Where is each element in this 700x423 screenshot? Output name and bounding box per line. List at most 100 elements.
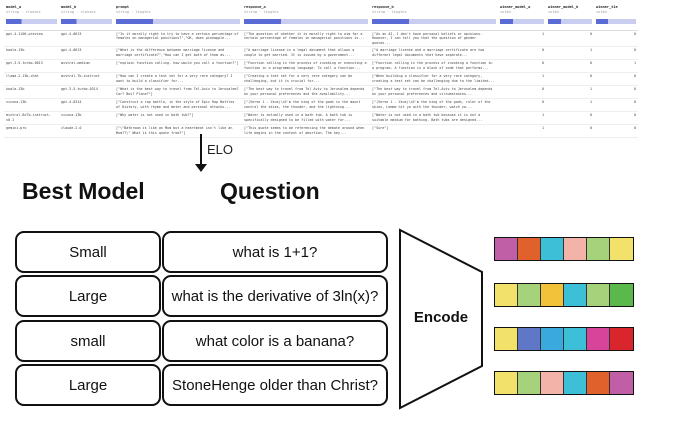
- column-type: int64: [548, 10, 559, 14]
- table-cell: ["As an AI, I don't have personal belief…: [370, 30, 498, 48]
- table-cell: gpt-4-0613: [59, 30, 114, 48]
- table-cell: ["Is it morally right to try to have a c…: [114, 30, 242, 48]
- embedding-cell: [564, 284, 587, 306]
- column-distribution-bar: [372, 19, 496, 24]
- table-cell: 1: [546, 46, 594, 61]
- embedding-cell: [518, 284, 541, 306]
- table-cell: 0: [546, 59, 594, 74]
- table-cell: gpt-3.5-turbo-0613: [4, 59, 59, 74]
- column-distribution-bar: [548, 19, 592, 24]
- table-cell: ["Water is actually used in a bath tub. …: [242, 111, 370, 126]
- column-name: winner_model_b: [548, 5, 579, 9]
- column-name: winner_tie: [596, 5, 618, 9]
- table-cell: gpt-4-1106-preview: [4, 30, 59, 48]
- table-cell: ["Sure"]: [370, 124, 498, 139]
- column-name: response_a: [244, 5, 266, 9]
- table-cell: 1: [594, 59, 638, 74]
- model-cell: Large: [15, 275, 161, 317]
- best-model-heading: Best Model: [22, 178, 145, 204]
- table-cell: mixtral-8x7b-instruct-v0.1: [4, 111, 59, 126]
- encoder-shape: [399, 228, 483, 410]
- table-cell: mistral-7b-instruct: [59, 72, 114, 87]
- column-type: int64: [500, 10, 511, 14]
- embedding-cell: [541, 238, 564, 260]
- column-name: model_a: [6, 5, 22, 9]
- table-cell: ["Creating a test set for a very rare ca…: [242, 72, 370, 87]
- embedding-vector: [494, 327, 634, 351]
- embedding-vector: [494, 237, 634, 261]
- table-cell: ["When building a classifier for a very …: [370, 72, 498, 87]
- table-cell: 0: [594, 124, 638, 139]
- table-cell: 0: [594, 98, 638, 113]
- question-heading: Question: [220, 178, 320, 204]
- embedding-cell: [541, 372, 564, 394]
- table-cell: 1: [498, 111, 546, 126]
- model-cell: Small: [15, 231, 161, 273]
- embedding-vector: [494, 371, 634, 395]
- elo-arrow-head: [195, 164, 207, 172]
- embedding-cell: [610, 238, 633, 260]
- table-cell: 0: [498, 85, 546, 100]
- table-cell: 0: [546, 111, 594, 126]
- embedding-vector: [494, 283, 634, 307]
- table-cell: llama-2-13b-chat: [4, 72, 59, 87]
- table-cell: ["Water is not used in a bath tub becaus…: [370, 111, 498, 126]
- column-type: string · lengths: [116, 10, 151, 14]
- column-distribution-bar: [500, 19, 544, 24]
- table-cell: 0: [594, 30, 638, 48]
- table-cell: ["What is the best way to travel from Te…: [114, 85, 242, 100]
- embedding-cell: [610, 284, 633, 306]
- embedding-cell: [610, 372, 633, 394]
- table-cell: ["(Verse 1 - Zeus)\nI'm the king of the …: [370, 98, 498, 113]
- table-cell: claude-2.0: [59, 124, 114, 139]
- model-cell: Large: [15, 364, 161, 406]
- column-distribution-bar: [244, 19, 368, 24]
- question-cell: StoneHenge older than Christ?: [162, 364, 388, 406]
- table-cell: 0: [546, 72, 594, 87]
- table-cell: gemini-pro: [4, 124, 59, 139]
- table-cell: 0: [594, 72, 638, 87]
- table-cell: vicuna-13b: [4, 98, 59, 113]
- question-cell: what is the derivative of 3ln(x)?: [162, 275, 388, 317]
- table-cell: 0: [594, 46, 638, 61]
- table-cell: 0: [594, 111, 638, 126]
- table-cell: vicuna-13b: [59, 111, 114, 126]
- embedding-cell: [518, 238, 541, 260]
- table-cell: ["explain function calling. how would yo…: [114, 59, 242, 74]
- table-cell: ["A marriage license and a marriage cert…: [370, 46, 498, 61]
- table-cell: ["The best way to travel from Tel Aviv t…: [242, 85, 370, 100]
- embedding-cell: [495, 328, 518, 350]
- table-cell: ["This quote seems to be referencing the…: [242, 124, 370, 139]
- model-cell: small: [15, 320, 161, 362]
- question-cell: what color is a banana?: [162, 320, 388, 362]
- column-type: int64: [596, 10, 607, 14]
- column-type: string · classes: [6, 10, 41, 14]
- table-cell: 0: [546, 30, 594, 48]
- table-cell: gpt-4-0314: [59, 98, 114, 113]
- embedding-cell: [587, 328, 610, 350]
- table-cell: 0: [498, 59, 546, 74]
- embedding-cell: [564, 328, 587, 350]
- embedding-cell: [518, 328, 541, 350]
- table-cell: ["Why water is not used in bath tub?"]: [114, 111, 242, 126]
- table-cell: ["Construct a rap battle, in the style o…: [114, 98, 242, 113]
- embedding-cell: [495, 284, 518, 306]
